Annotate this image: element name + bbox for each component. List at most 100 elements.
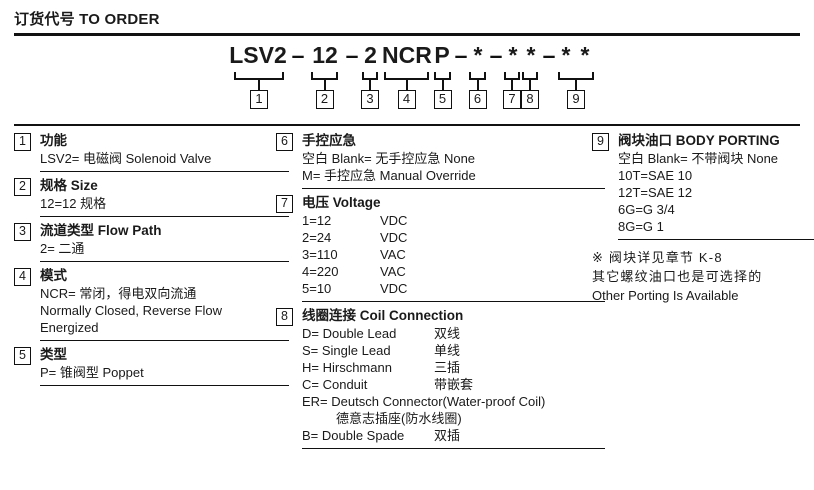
option-line: 空白 Blank= 无手控应急 None xyxy=(302,151,476,166)
section-divider xyxy=(302,301,605,302)
code-index-box-3: 3 xyxy=(361,90,379,109)
option-value: 三插 xyxy=(434,360,461,375)
option-row: 1=12 VDC xyxy=(302,212,581,229)
section-number-box-1: 1 xyxy=(14,133,31,151)
code-token-4: NCR xyxy=(382,42,432,68)
option-column-middle: 6 手控应急空白 Blank= 无手控应急 None M= 手控应急 Manual … xyxy=(276,132,605,454)
section-number-box-5: 5 xyxy=(14,347,31,365)
porting-note-line: Other Porting Is Available xyxy=(592,288,739,303)
code-stem-3 xyxy=(369,80,371,90)
option-value: VDC xyxy=(380,213,408,228)
option-code: D= Double Lead xyxy=(302,326,397,341)
option-value: 单线 xyxy=(434,343,461,358)
section-title-5: 类型 xyxy=(40,347,67,362)
option-line: P= 锥阀型 Poppet xyxy=(40,365,144,380)
code-index-box-4: 4 xyxy=(397,90,416,109)
option-code: B= Double Spade xyxy=(302,428,405,443)
code-separator: – xyxy=(345,42,359,68)
option-line: NCR= 常闭，得电双向流通 xyxy=(40,286,197,301)
section-title-2: 规格 Size xyxy=(40,178,98,193)
columns-top-rule xyxy=(14,124,800,126)
code-bracket-3 xyxy=(362,72,378,80)
option-value: 带嵌套 xyxy=(434,377,474,392)
option-line: M= 手控应急 Manual Override xyxy=(302,168,476,183)
section-title-1: 功能 xyxy=(40,133,67,148)
option-row: 2=24 VDC xyxy=(302,229,581,246)
section-title-3: 流道类型 Flow Path xyxy=(40,223,162,238)
option-line: 8G=G 1 xyxy=(618,219,664,234)
option-code: 2=24 xyxy=(302,230,332,245)
option-code: 4=220 xyxy=(302,264,339,279)
code-index-box-1: 1 xyxy=(250,90,268,109)
section-title-4: 模式 xyxy=(40,268,67,283)
option-line: 6G=G 3/4 xyxy=(618,202,675,217)
code-stem-5 xyxy=(441,80,444,90)
option-row: 5=10 VDC xyxy=(302,280,581,297)
code-stem-4 xyxy=(405,80,408,90)
option-value: VDC xyxy=(380,281,408,296)
option-line: ER= Deutsch Connector(Water-proof Coil) xyxy=(302,394,546,409)
code-bracket-5 xyxy=(434,72,451,80)
section-divider xyxy=(40,261,289,262)
option-section-5: 5 类型 P= 锥阀型 Poppet xyxy=(14,346,289,386)
option-code: H= Hirschmann xyxy=(302,360,392,375)
section-divider xyxy=(40,340,289,341)
code-token-9: * xyxy=(561,42,571,68)
option-row: H= Hirschmann 三插 xyxy=(302,359,581,376)
option-line: 12=12 规格 xyxy=(40,196,107,211)
section-title-7: 电压 Voltage xyxy=(302,195,381,210)
option-value: VDC xyxy=(380,230,408,245)
code-bracket-1 xyxy=(234,72,284,80)
code-token-8: * xyxy=(526,42,536,68)
section-number-box-2: 2 xyxy=(14,178,31,196)
option-code: 5=10 xyxy=(302,281,332,296)
section-title-6: 手控应急 xyxy=(302,133,356,148)
option-line: 12T=SAE 12 xyxy=(618,185,693,200)
section-number-box-7: 7 xyxy=(276,195,293,213)
option-code: 1=12 xyxy=(302,213,332,228)
code-separator: – xyxy=(454,42,468,68)
option-row: C= Conduit 带嵌套 xyxy=(302,376,581,393)
code-bracket-9 xyxy=(558,72,594,80)
code-bracket-6 xyxy=(469,72,486,80)
option-code: 3=110 xyxy=(302,247,338,262)
section-divider xyxy=(618,239,814,240)
option-line: 2= 二通 xyxy=(40,241,85,256)
section-divider xyxy=(302,448,605,449)
option-value: 双插 xyxy=(434,428,461,443)
option-value: VAC xyxy=(380,247,406,262)
code-separator: – xyxy=(542,42,556,68)
code-index-box-7: 7 xyxy=(503,90,521,109)
code-separator: * xyxy=(580,42,590,68)
code-bracket-4 xyxy=(384,72,429,80)
code-token-5: P xyxy=(434,42,450,68)
option-section-6: 6 手控应急空白 Blank= 无手控应急 None M= 手控应急 Manual … xyxy=(276,132,605,189)
code-token-1: LSV2 xyxy=(229,42,287,68)
code-index-box-5: 5 xyxy=(433,90,452,109)
page-title: 订货代号 TO ORDER xyxy=(14,11,160,28)
code-index-box-6: 6 xyxy=(468,90,487,109)
porting-note-line: ※ 阀块详见章节 K-8 xyxy=(592,250,723,265)
code-separator: – xyxy=(291,42,305,68)
option-code: S= Single Lead xyxy=(302,343,391,358)
code-stem-8 xyxy=(529,80,531,90)
section-number-box-6: 6 xyxy=(276,133,293,151)
code-token-3: 2 xyxy=(364,42,377,68)
title-underline xyxy=(14,33,800,36)
option-line: 10T=SAE 10 xyxy=(618,168,693,183)
option-code: C= Conduit xyxy=(302,377,368,392)
code-bracket-7 xyxy=(504,72,520,80)
code-stem-9 xyxy=(575,80,577,90)
